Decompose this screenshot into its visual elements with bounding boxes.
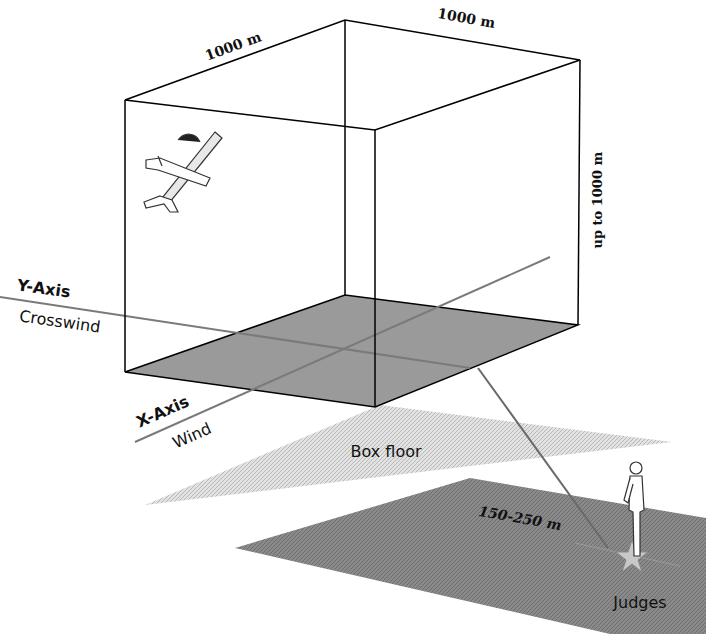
judges-label: Judges — [611, 594, 668, 612]
aircraft — [144, 132, 222, 212]
axis-label: Y-Axis — [14, 276, 73, 301]
cube-edges — [125, 20, 580, 407]
x-axis-line — [135, 257, 550, 442]
axis-label: Crosswind — [16, 307, 103, 336]
dimension-label: up to 1000 m — [591, 150, 605, 251]
axis-label: X-Axis — [132, 392, 193, 432]
dimension-label: 1000 m — [201, 29, 265, 65]
cube-back-edges — [344, 20, 346, 295]
plane-label: Box floor — [348, 443, 423, 461]
judges-star — [616, 540, 648, 572]
y-axis-line — [0, 297, 470, 368]
judge-figure — [624, 462, 644, 556]
box-floor-plane — [145, 405, 672, 505]
dimension-label: 1000 m — [434, 6, 498, 32]
